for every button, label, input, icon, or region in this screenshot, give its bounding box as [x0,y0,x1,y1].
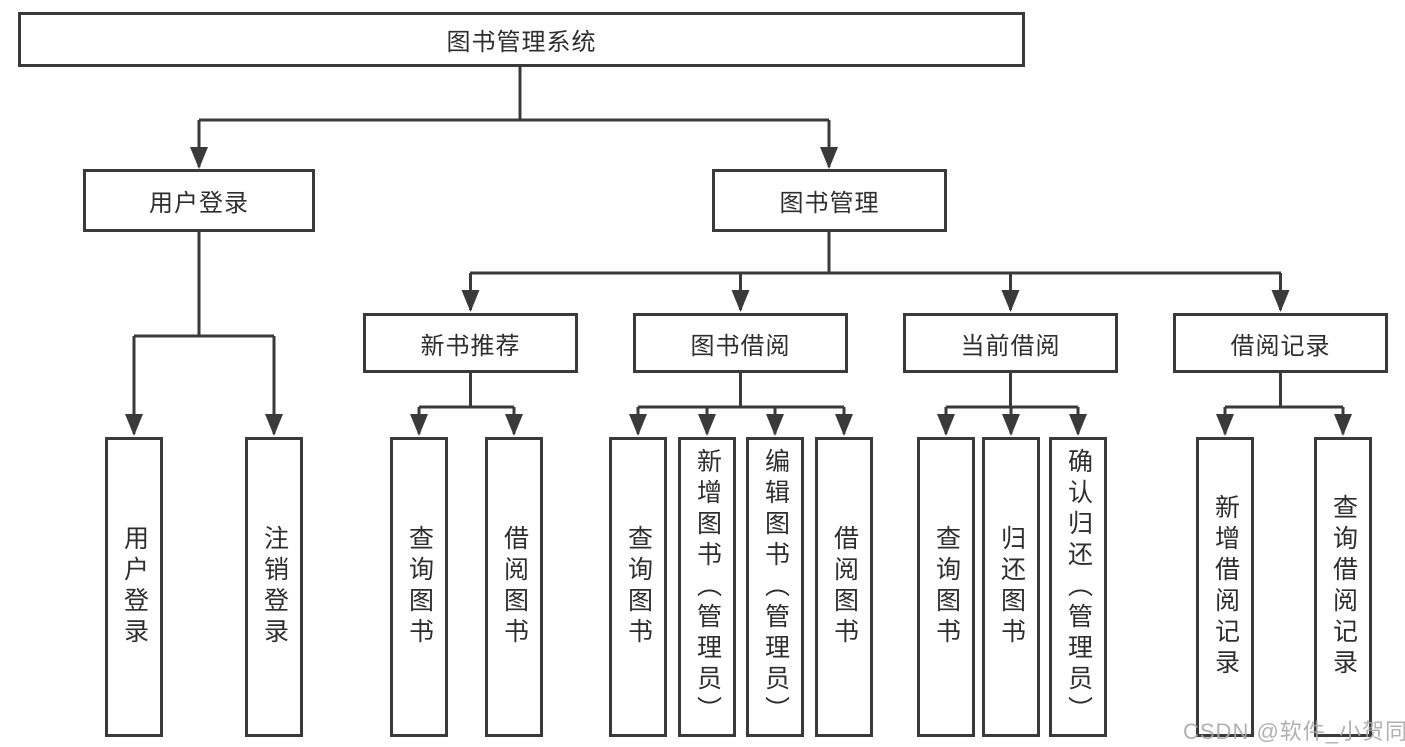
node-borrowing-records: 借阅记录 [1173,313,1388,373]
leaf-borrow-books: 借阅图书 [815,437,873,737]
leaf-query-books-recommend: 查询图书 [390,437,448,737]
csdn-watermark: CSDN @软件_小贺同学 [1183,719,1405,744]
node-root-library-system: 图书管理系统 [18,12,1025,67]
leaf-user-login: 用户登录 [105,437,163,737]
leaf-query-borrow-record: 查询借阅记录 [1314,437,1372,737]
node-book-management: 图书管理 [712,169,947,232]
leaf-borrow-books-recommend: 借阅图书 [485,437,543,737]
leaf-add-books-admin: 新增图书（管理员） [678,437,736,737]
node-book-borrowing: 图书借阅 [633,313,848,373]
leaf-logout: 注销登录 [245,437,303,737]
node-current-borrowing: 当前借阅 [903,313,1118,373]
leaf-edit-books-admin: 编辑图书（管理员） [746,437,804,737]
leaf-return-books: 归还图书 [982,437,1040,737]
leaf-query-books-borrowing: 查询图书 [609,437,667,737]
leaf-add-borrow-record: 新增借阅记录 [1196,437,1254,737]
node-new-book-recommendation: 新书推荐 [363,313,578,373]
node-user-login: 用户登录 [83,169,315,232]
leaf-confirm-return-admin: 确认归还（管理员） [1049,437,1107,737]
leaf-query-books-current: 查询图书 [917,437,975,737]
